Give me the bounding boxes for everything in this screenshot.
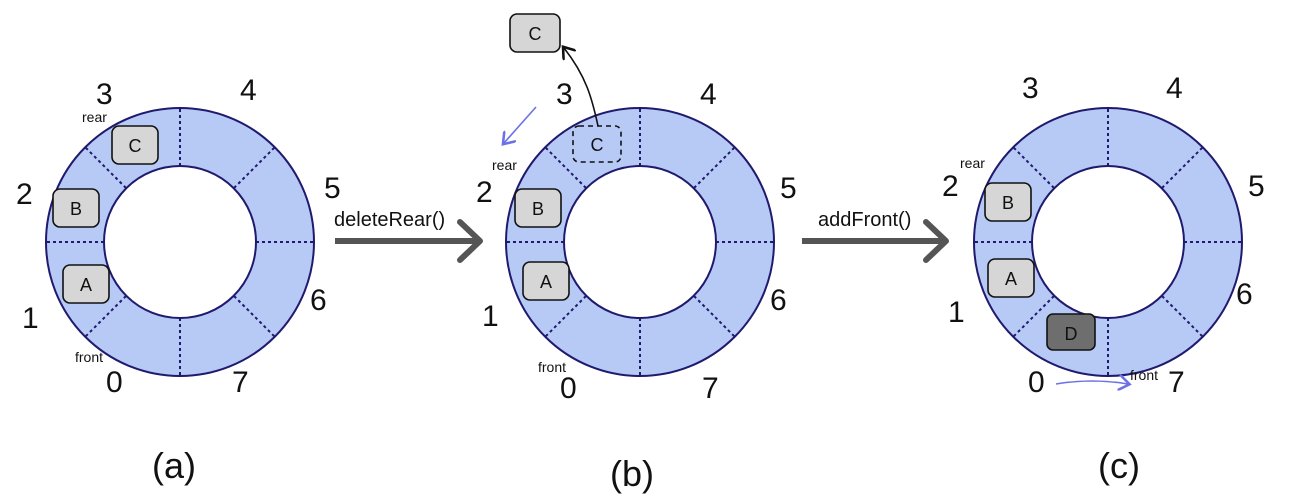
panel-c: 0 1 2 3 4 5 6 7 A B D rear front (c) [942, 72, 1265, 486]
index-1: 1 [22, 302, 39, 335]
panel-b: 0 1 2 3 4 5 6 7 A B C C rear front (b) [476, 13, 797, 494]
front-pointer-label: front [538, 359, 566, 375]
rear-pointer-label: rear [82, 109, 107, 125]
ring-dividers [506, 108, 774, 376]
element-box-c-B: B [984, 182, 1032, 222]
rear-move-arrow-icon [504, 106, 537, 143]
element-box-a-C: C [111, 125, 159, 165]
index-6: 6 [1236, 278, 1253, 311]
element-label: A [80, 275, 92, 295]
arrow-head-icon [923, 219, 949, 263]
index-7: 7 [702, 372, 719, 405]
index-2: 2 [16, 178, 33, 211]
index-0: 0 [1028, 366, 1045, 399]
index-1: 1 [948, 296, 965, 329]
ring-dividers [974, 108, 1242, 376]
operation-arrow-2: addFront() [802, 209, 949, 263]
element-box-c-D: D [1046, 313, 1096, 351]
arrow-head-icon [457, 219, 483, 263]
slot-indices-b: 0 1 2 3 4 5 6 7 [476, 78, 797, 405]
element-label: C [591, 135, 604, 155]
caption-a: (a) [152, 445, 196, 486]
index-3: 3 [1022, 72, 1039, 105]
index-4: 4 [700, 78, 717, 111]
caption-c: (c) [1098, 445, 1140, 486]
operation-label-delete-rear: deleteRear() [334, 209, 445, 231]
ring-c [973, 107, 1243, 377]
element-label: B [70, 199, 82, 219]
ring-b [505, 107, 775, 377]
index-3: 3 [96, 78, 113, 111]
element-label: A [540, 272, 552, 292]
rear-pointer-label: rear [960, 155, 985, 171]
index-5: 5 [324, 172, 341, 205]
rear-pointer-label: rear [492, 157, 517, 173]
index-0: 0 [106, 366, 123, 399]
element-box-b-A: A [522, 261, 570, 301]
index-7: 7 [1168, 366, 1185, 399]
ring-inner [563, 165, 717, 319]
operation-label-add-front: addFront() [818, 209, 911, 231]
slot-indices-a: 0 1 2 3 4 5 6 7 [16, 74, 341, 399]
element-box-a-B: B [52, 188, 100, 228]
element-label: C [129, 136, 142, 156]
removal-arrow-icon [564, 48, 599, 127]
index-6: 6 [770, 284, 787, 317]
caption-b: (b) [610, 453, 654, 494]
index-2: 2 [942, 170, 959, 203]
element-label: B [532, 199, 544, 219]
element-label: A [1005, 269, 1017, 289]
ring-inner [1031, 165, 1185, 319]
front-move-arrow-icon [1055, 381, 1128, 384]
index-4: 4 [1166, 72, 1183, 105]
operation-arrow-1: deleteRear() [334, 209, 483, 263]
front-pointer-label: front [1130, 367, 1158, 383]
index-0: 0 [560, 372, 577, 405]
panel-a: 0 1 2 3 4 5 6 7 A B C rear front (a) [16, 74, 341, 486]
ring-inner [103, 165, 257, 319]
front-pointer-label: front [75, 349, 103, 365]
element-box-b-C-removed-slot: C [572, 125, 622, 163]
removed-element-label: C [529, 24, 542, 44]
ring-a [45, 107, 315, 377]
index-6: 6 [310, 284, 327, 317]
element-label: B [1002, 193, 1014, 213]
element-box-b-B: B [514, 188, 562, 228]
element-label: D [1065, 324, 1078, 344]
element-box-c-A: A [987, 258, 1035, 298]
index-5: 5 [1248, 170, 1265, 203]
index-4: 4 [240, 74, 257, 107]
index-7: 7 [232, 366, 249, 399]
ring-dividers [46, 108, 314, 376]
removed-element-box-C: C [509, 13, 561, 53]
index-2: 2 [476, 176, 493, 209]
slot-indices-c: 0 1 2 3 4 5 6 7 [942, 72, 1265, 399]
index-1: 1 [482, 300, 499, 333]
element-box-a-A: A [62, 264, 110, 304]
index-5: 5 [780, 172, 797, 205]
index-3: 3 [556, 78, 573, 111]
